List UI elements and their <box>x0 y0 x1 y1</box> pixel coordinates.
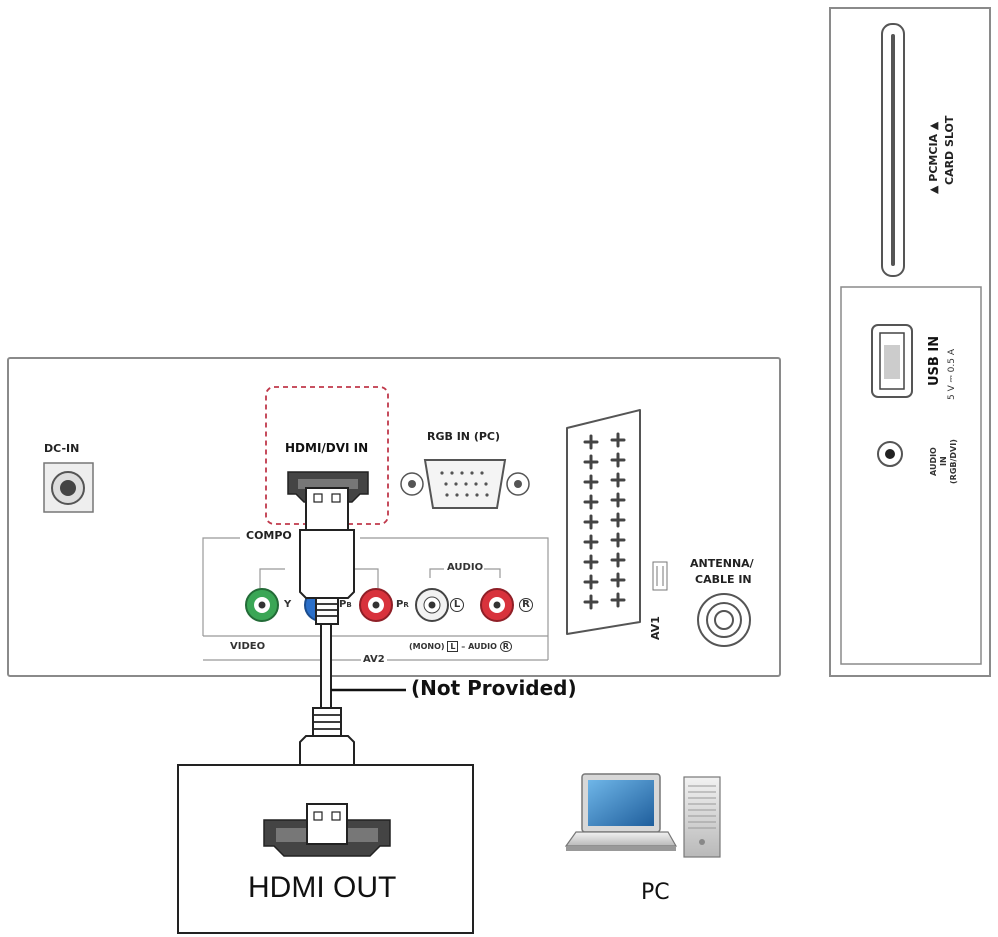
audio-in-label-2: IN <box>939 456 948 466</box>
usb-in-label: USB IN <box>927 335 942 386</box>
rgb-vga-port <box>400 459 530 509</box>
hdmi-out-box <box>177 764 474 934</box>
rca-jack-y <box>245 588 279 622</box>
rca-jack-audio-l <box>415 588 449 622</box>
pb-label: PB <box>339 599 352 610</box>
pc-label: PC <box>641 880 670 905</box>
mono-audio-label: (MONO) L – AUDIO R <box>409 641 512 652</box>
cable-in-label: CABLE IN <box>695 573 752 586</box>
audio-in-jack <box>877 441 903 467</box>
r-label: R <box>519 598 533 612</box>
av1-label: AV1 <box>649 616 662 640</box>
rca-jack-pr <box>359 588 393 622</box>
audio-label: AUDIO <box>447 562 484 573</box>
not-provided-label: (Not Provided) <box>411 676 577 700</box>
pr-label: PR <box>396 599 409 610</box>
usb-port <box>871 324 913 398</box>
card-slot-label: CARD SLOT <box>943 115 956 185</box>
component-label: COMPO <box>245 529 293 542</box>
rgb-in-label: RGB IN (PC) <box>427 430 501 443</box>
video-label: VIDEO <box>230 641 266 652</box>
pcmcia-label: ▲ PCMCIA ▲ <box>927 121 940 194</box>
laptop-icon <box>564 773 678 851</box>
desktop-tower-icon <box>683 776 721 858</box>
rca-jack-audio-r <box>480 588 514 622</box>
dc-in-label: DC-IN <box>44 442 80 455</box>
y-label: Y <box>284 599 292 610</box>
pcmcia-slot <box>881 23 905 277</box>
antenna-port <box>697 593 751 647</box>
l-label: L <box>450 598 464 612</box>
tv-rear-panel <box>7 357 781 677</box>
audio-in-label-3: (RGB/DVI) <box>949 439 958 484</box>
audio-in-label-1: AUDIO <box>929 447 938 476</box>
usb-rating-label: 5 V ⎓ 0.5 A <box>947 349 957 400</box>
av2-label: AV2 <box>361 654 387 665</box>
hdmi-out-label: HDMI OUT <box>248 871 397 904</box>
side-panel <box>829 7 991 677</box>
dc-in-jack <box>43 462 94 513</box>
scart-av1-port <box>566 409 668 635</box>
hdmi-dvi-in-label: HDMI/DVI IN <box>285 441 369 455</box>
antenna-label: ANTENNA/ <box>690 557 754 570</box>
